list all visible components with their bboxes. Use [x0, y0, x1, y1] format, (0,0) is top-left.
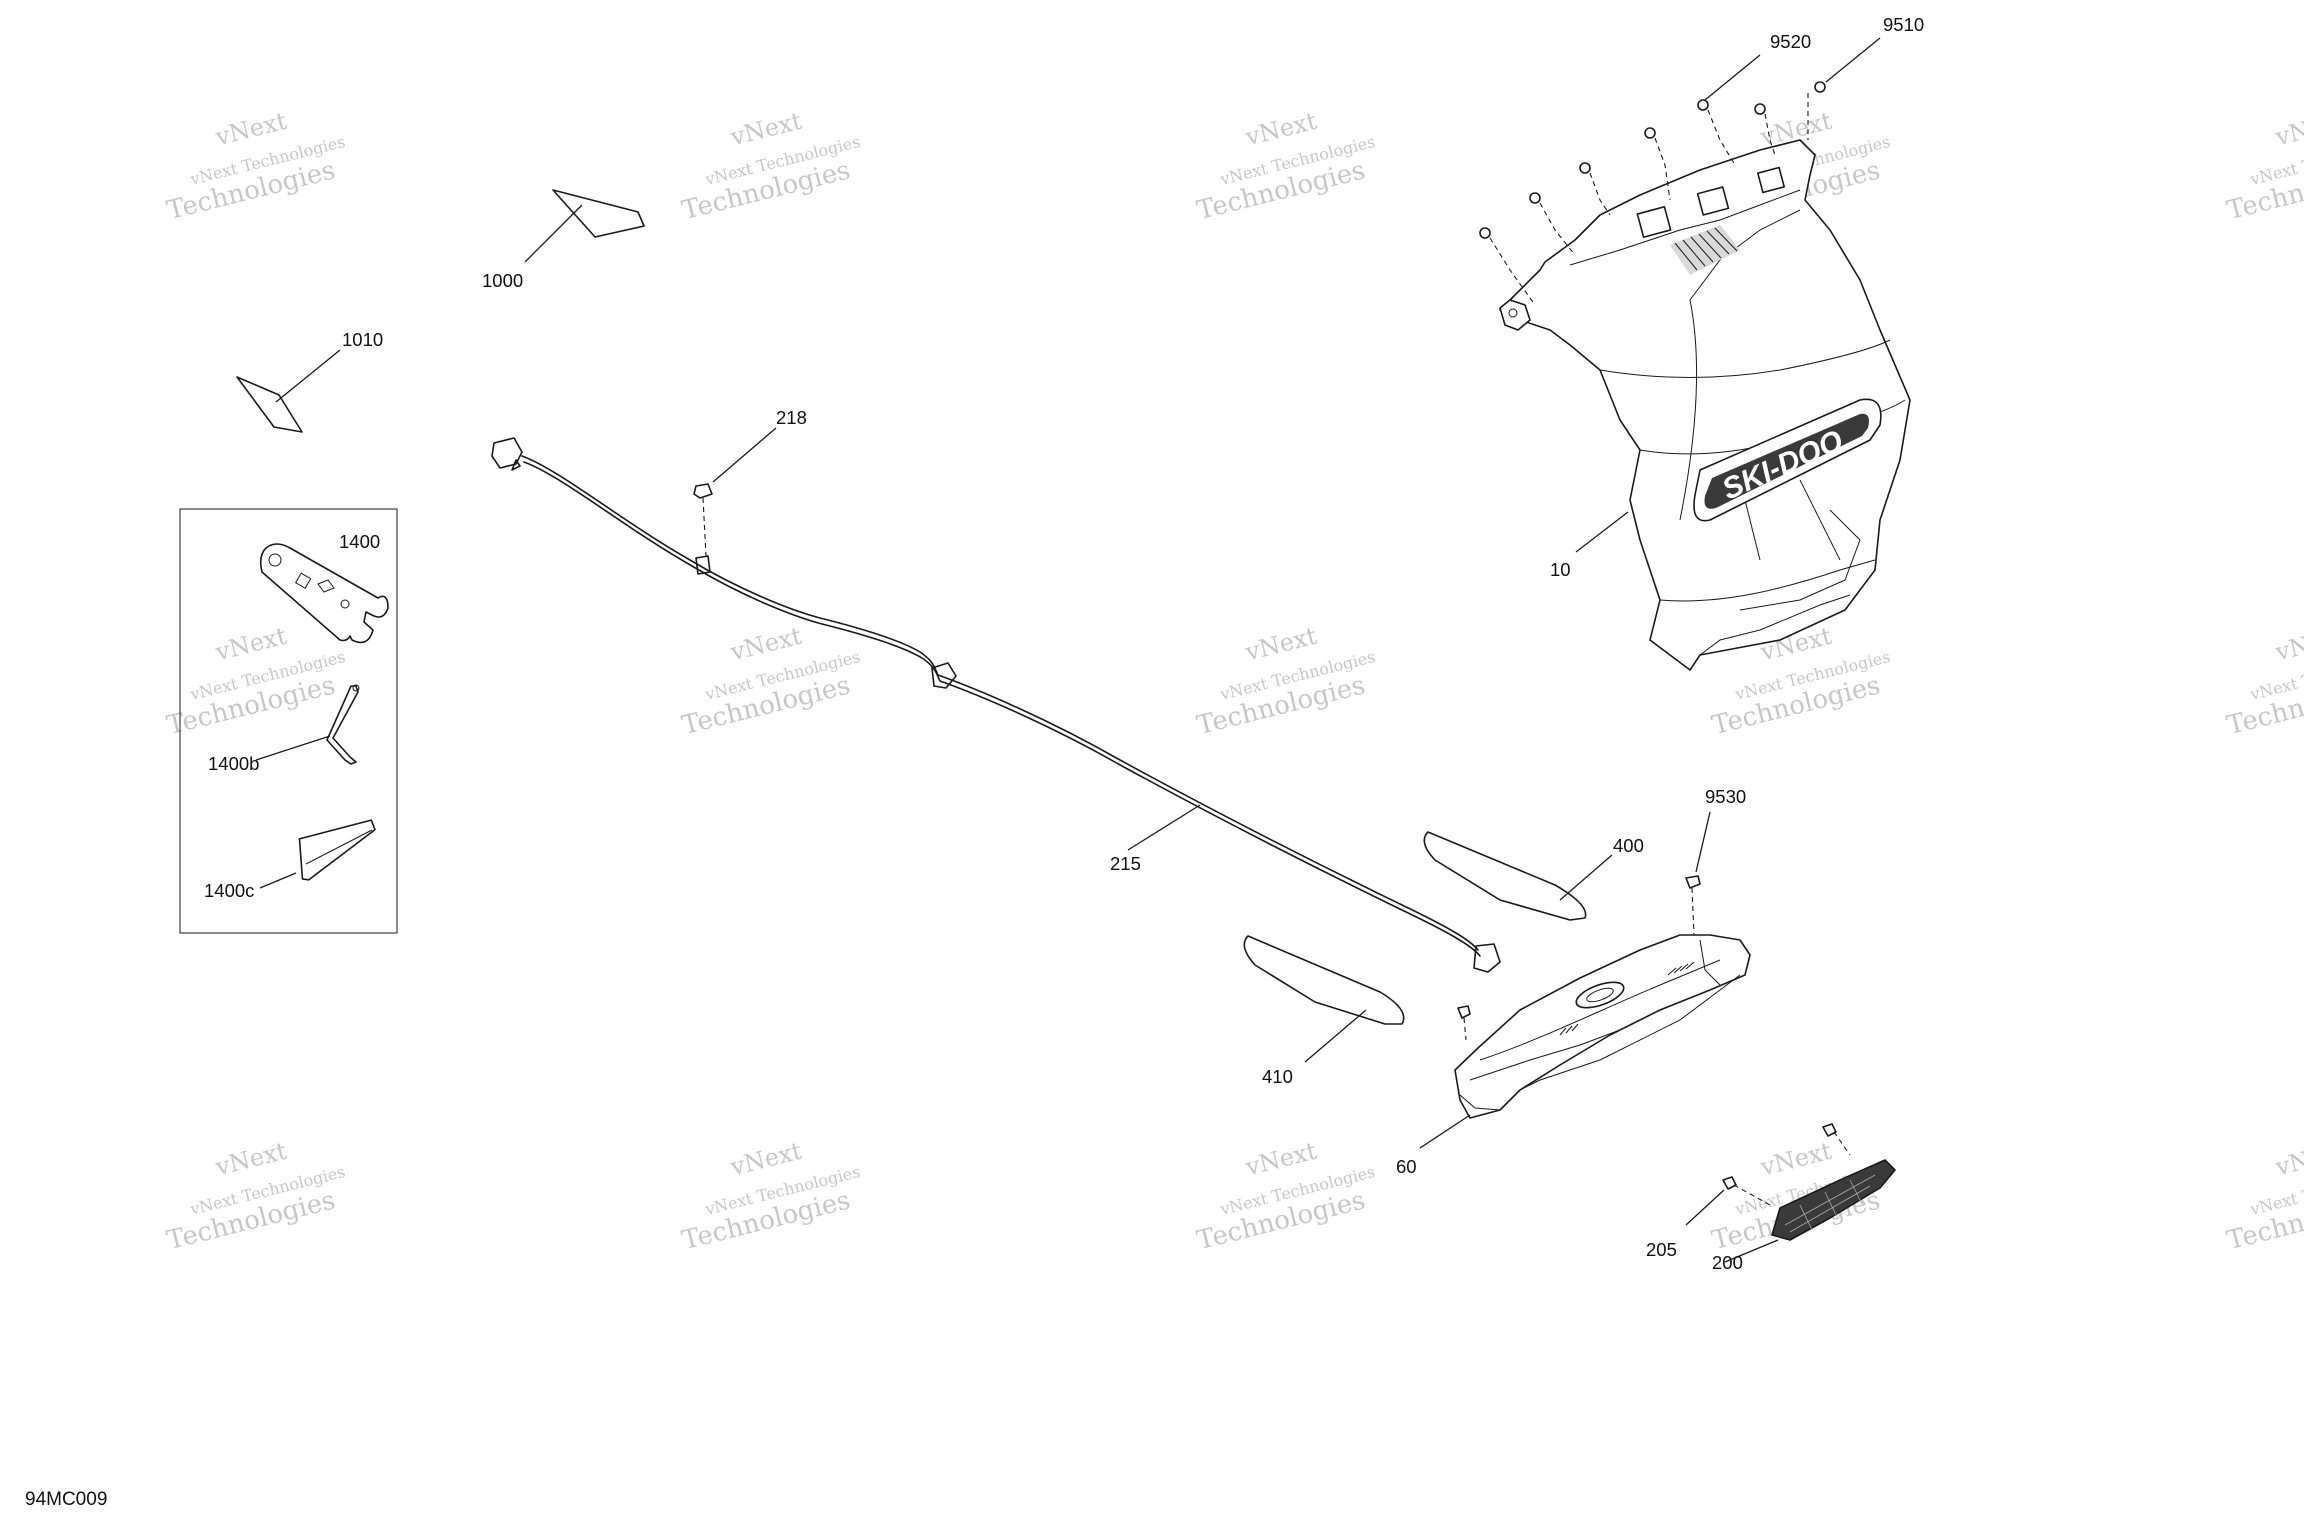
callout-1400: 1400 [339, 531, 380, 552]
part-1010-decal[interactable]: 1010 [236, 329, 383, 433]
part-9520-fasteners[interactable]: 9520 [1479, 31, 1811, 306]
callout-9520: 9520 [1770, 31, 1811, 52]
watermark-text: vNext [1242, 107, 1320, 152]
part-1400-wrench[interactable]: 1400 [259, 531, 389, 644]
part-10-hood-panel[interactable]: SKI-DOO 10 [1499, 139, 1911, 671]
part-410-decal[interactable]: 410 [1243, 935, 1405, 1087]
callout-200: 200 [1712, 1252, 1743, 1273]
watermark-text: vNext [727, 1137, 805, 1182]
part-1000-decal[interactable]: 1000 [482, 189, 645, 291]
part-9530-fastener[interactable]: 9530 [1457, 786, 1746, 1041]
part-400-decal[interactable]: 400 [1423, 831, 1644, 921]
part-205-screws[interactable]: 205 [1646, 1123, 1851, 1260]
diagram-code: 94MC009 [25, 1489, 107, 1510]
callout-205: 205 [1646, 1239, 1677, 1260]
part-1400b-hex-key[interactable]: 1400b [208, 684, 360, 774]
watermark-text: vNext [1757, 1137, 1835, 1182]
callout-60: 60 [1396, 1156, 1417, 1177]
callout-410: 410 [1262, 1066, 1293, 1087]
callout-218: 218 [776, 407, 807, 428]
part-200-reflector[interactable]: 200 [1712, 1159, 1896, 1273]
watermark-text: vNext [212, 1137, 290, 1182]
part-9510-fastener[interactable]: 9510 [1807, 14, 1924, 140]
callout-400: 400 [1613, 835, 1644, 856]
callout-9510: 9510 [1883, 14, 1924, 35]
callout-1000: 1000 [482, 270, 523, 291]
watermark-text: vNext [2272, 1137, 2304, 1182]
watermark-text: vNext [212, 107, 290, 152]
tool-kit-box [179, 508, 398, 934]
watermark-text: vNext [2272, 107, 2304, 152]
callout-1400b: 1400b [208, 753, 259, 774]
watermark-text: vNext [727, 107, 805, 152]
watermark-text: vNext [2272, 622, 2304, 667]
callout-215: 215 [1110, 853, 1141, 874]
callout-9530: 9530 [1705, 786, 1746, 807]
callout-10: 10 [1550, 559, 1571, 580]
watermark-text: vNext [212, 622, 290, 667]
part-215-harness[interactable]: 215 [491, 437, 1501, 973]
part-218-clip[interactable]: 218 [693, 407, 807, 557]
part-60-console[interactable]: 60 [1396, 934, 1751, 1177]
watermark-text: vNext [727, 622, 805, 667]
part-1400c-strap[interactable]: 1400c [204, 819, 382, 901]
watermark-text: vNext [1242, 1137, 1320, 1182]
callout-1400c: 1400c [204, 880, 254, 901]
watermark-text: vNext [1242, 622, 1320, 667]
callout-1010: 1010 [342, 329, 383, 350]
